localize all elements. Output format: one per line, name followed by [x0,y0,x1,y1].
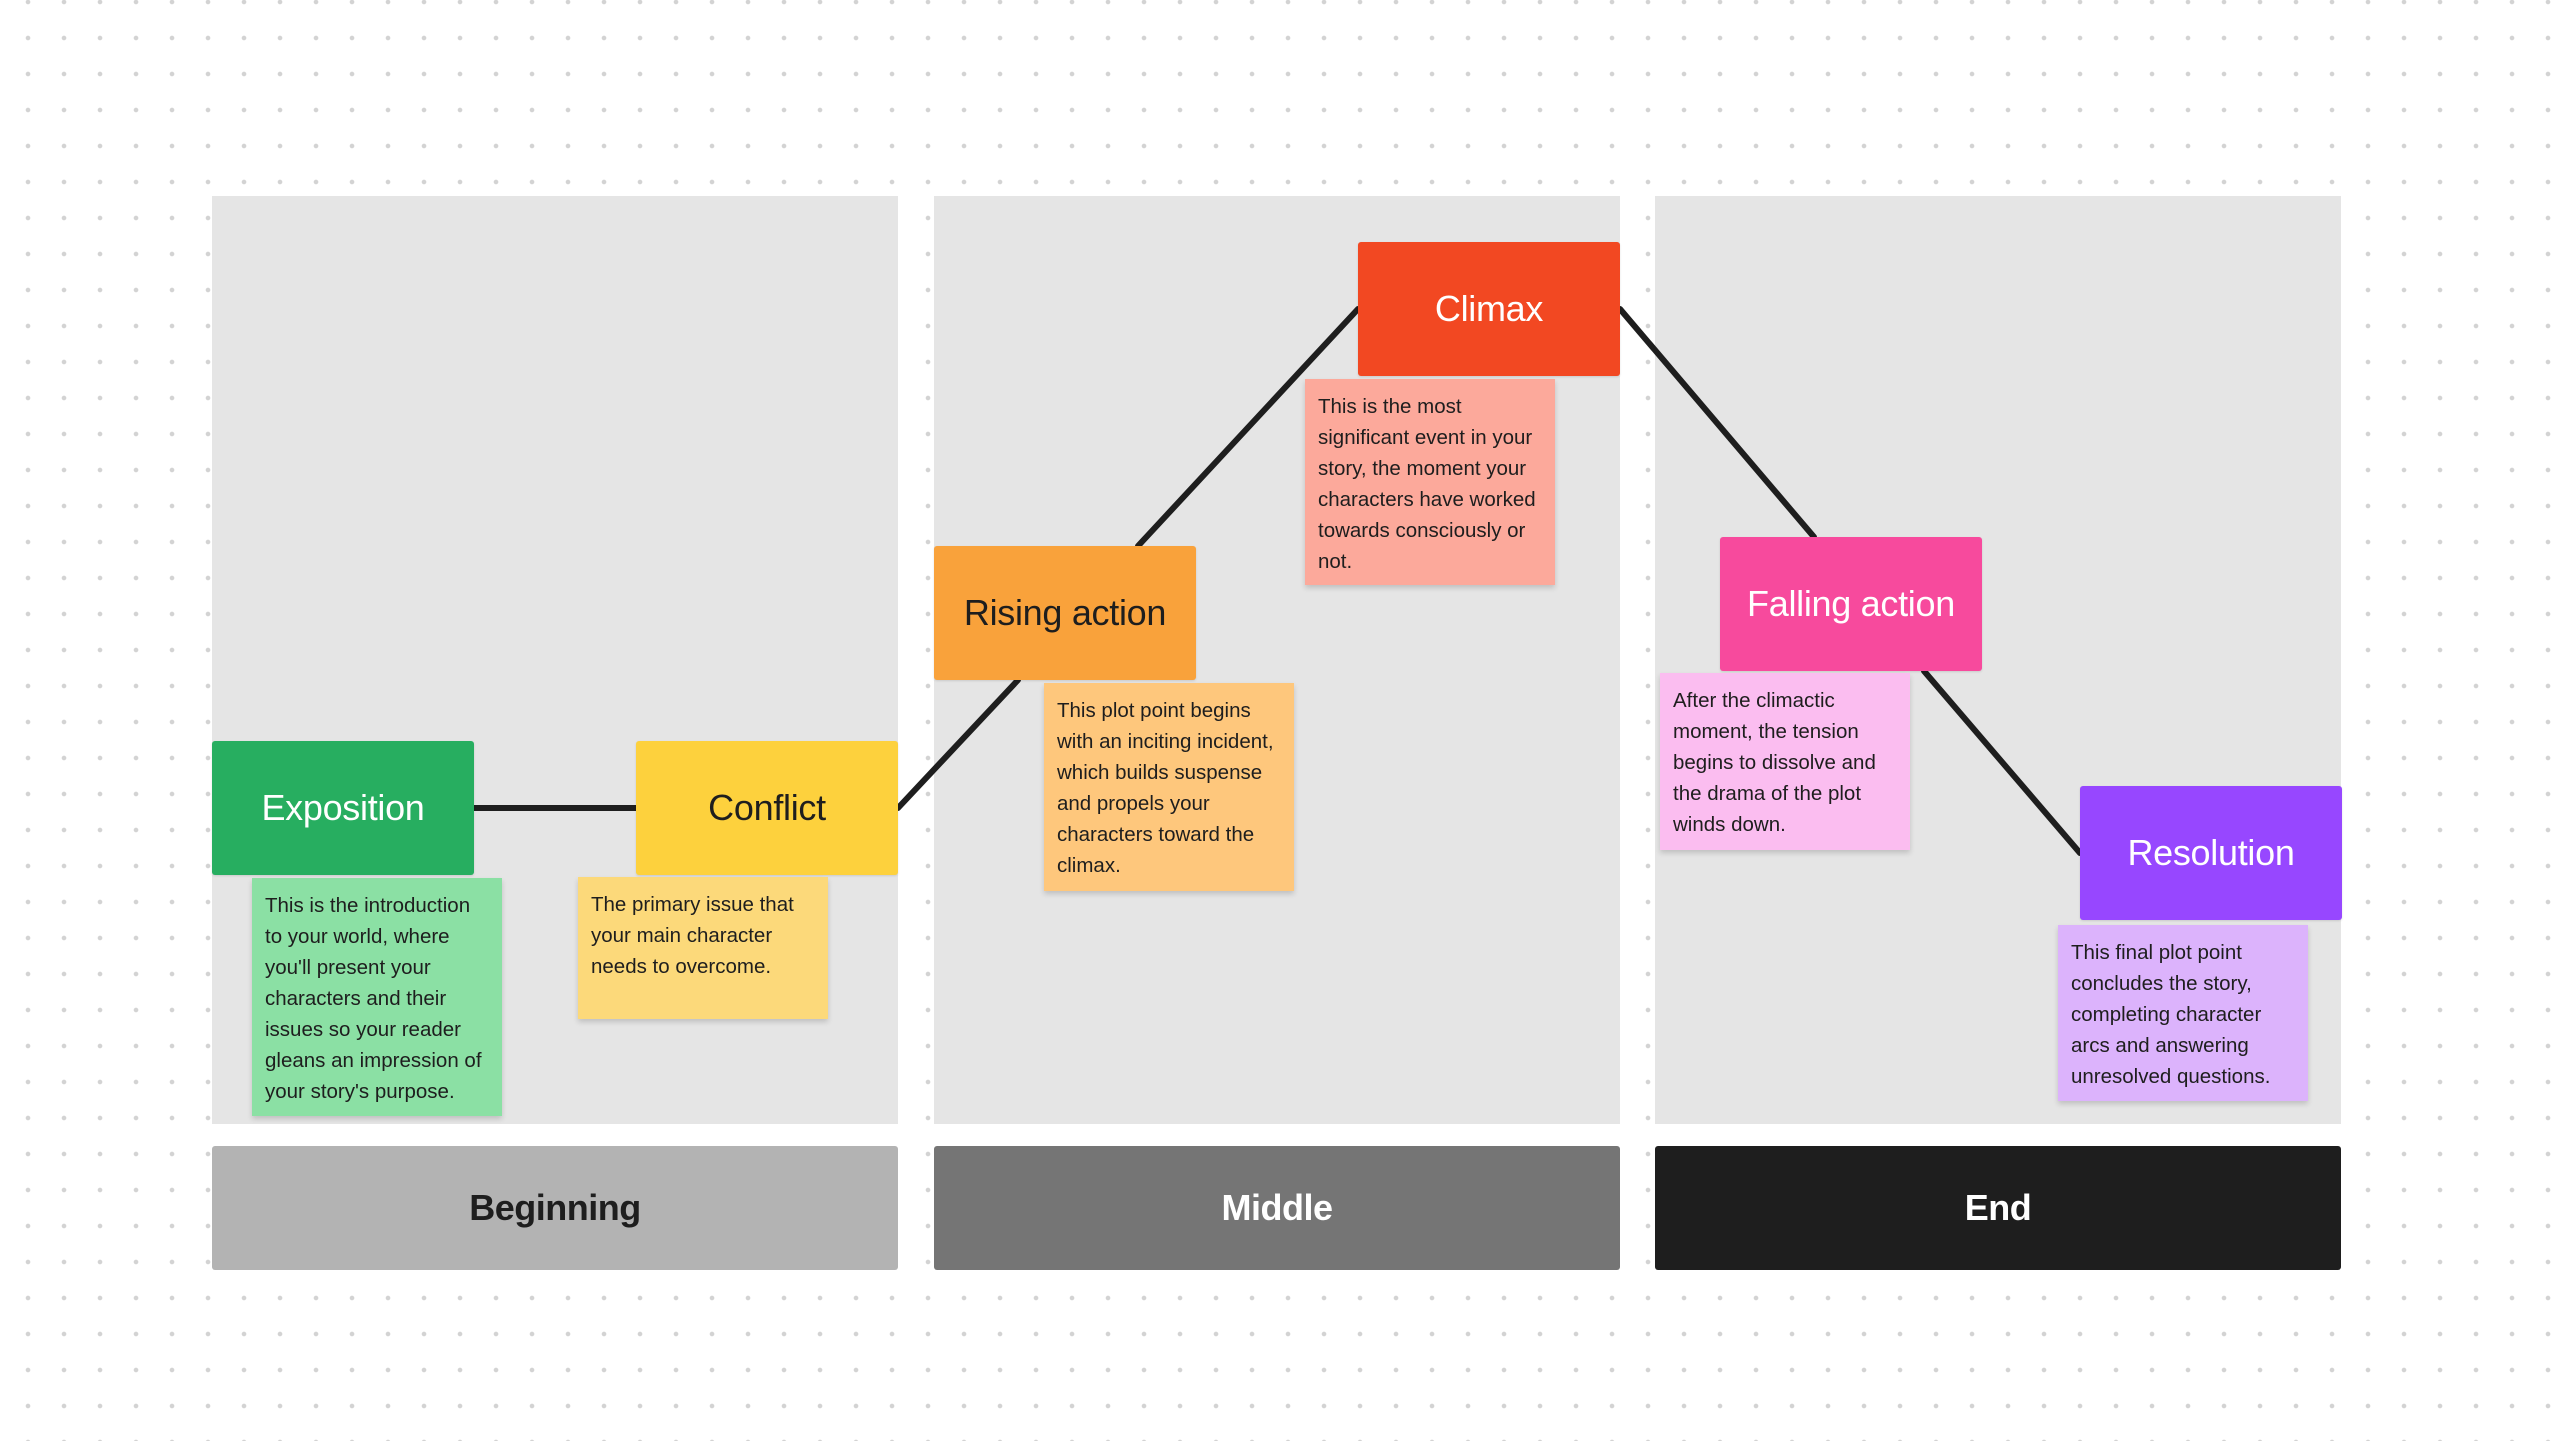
sticky-note-rising-action[interactable]: This plot point begins with an inciting … [1044,683,1294,891]
section-label-beginning[interactable]: Beginning [212,1146,898,1270]
stage-resolution[interactable]: Resolution [2080,786,2342,920]
stage-rising-action[interactable]: Rising action [934,546,1196,680]
stage-conflict[interactable]: Conflict [636,741,898,875]
section-label-end[interactable]: End [1655,1146,2341,1270]
stage-falling-action[interactable]: Falling action [1720,537,1982,671]
sticky-note-exposition[interactable]: This is the introduction to your world, … [252,878,502,1116]
section-label-middle[interactable]: Middle [934,1146,1620,1270]
sticky-note-falling-action[interactable]: After the climactic moment, the tension … [1660,673,1910,850]
sticky-note-climax[interactable]: This is the most significant event in yo… [1305,379,1555,585]
sticky-note-resolution[interactable]: This final plot point concludes the stor… [2058,925,2308,1101]
sticky-note-conflict[interactable]: The primary issue that your main charact… [578,877,828,1019]
stage-exposition[interactable]: Exposition [212,741,474,875]
stage-climax[interactable]: Climax [1358,242,1620,376]
